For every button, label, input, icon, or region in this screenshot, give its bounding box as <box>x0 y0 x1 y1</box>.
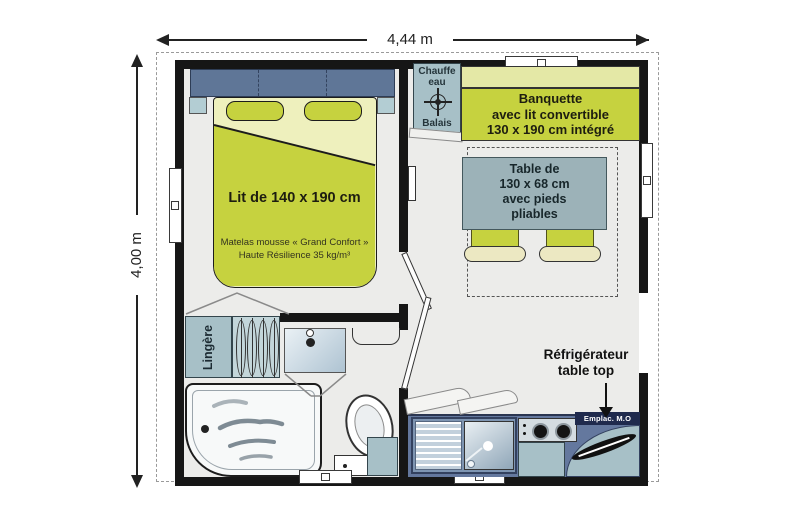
towel-rail <box>352 328 400 345</box>
fridge-arrow-head <box>599 407 613 418</box>
clothes-hanger <box>269 318 279 378</box>
height-dimension-arrow-down <box>131 475 143 488</box>
water-heater-label-1: Chauffe <box>418 66 456 77</box>
stove-cabinet <box>518 442 565 477</box>
mattress-note-line1: Matelas mousse « Grand Confort » <box>220 237 369 248</box>
window-handle <box>321 473 330 481</box>
mattress-note-line2: Haute Résilience 35 kg/m³ <box>238 250 351 261</box>
basin-tap <box>306 338 315 347</box>
clothes-hanger <box>247 318 257 378</box>
washbasin <box>284 328 346 373</box>
broom-label: Balais <box>422 118 452 129</box>
wardrobe <box>232 316 280 378</box>
headboard-divider <box>326 70 327 96</box>
chair-back <box>464 246 526 262</box>
window-handle <box>643 176 651 185</box>
bed-label: Lit de 140 x 190 cm <box>228 190 361 206</box>
table-label-3: avec pieds <box>502 192 567 206</box>
nightstand-left <box>189 97 207 114</box>
water-heater-symbol <box>424 88 452 116</box>
sink-faucet <box>467 460 475 468</box>
basin-tap-ring <box>306 329 314 337</box>
burner <box>532 423 549 440</box>
stove <box>518 418 577 442</box>
bathroom-corner-cabinet <box>367 437 398 476</box>
clothes-hanger <box>236 318 246 378</box>
bathroom-east-wall <box>399 388 408 477</box>
nightstand-right <box>377 97 395 114</box>
bathroom-wall-cap <box>399 304 408 330</box>
chair-back <box>539 246 601 262</box>
stove-knob <box>523 432 526 435</box>
utility-closet: Chauffe eau Balais <box>413 63 461 133</box>
drainboard <box>415 421 462 470</box>
headboard-divider <box>258 70 259 96</box>
bathtub-rim <box>192 390 315 470</box>
water-heater-label-2: eau <box>428 77 446 88</box>
banquette-backrest <box>461 66 640 88</box>
bathtub-drain <box>201 425 209 433</box>
microwave-spot-label: Emplac. M.O <box>583 414 632 423</box>
fridge-annotation-line2: table top <box>557 363 615 379</box>
stove-knob <box>523 424 526 427</box>
width-dimension-label: 4,44 m <box>367 31 453 49</box>
window-handle <box>171 201 179 210</box>
banquette-seat: Banquette avec lit convertible 130 x 190… <box>461 88 640 141</box>
fridge-arrow-line <box>605 383 607 409</box>
burner <box>555 423 572 440</box>
bed-headboard <box>190 69 395 97</box>
double-bed: Lit de 140 x 190 cm Matelas mousse « Gra… <box>213 97 377 288</box>
sink-drain <box>483 441 493 451</box>
dining-table: Table de 130 x 68 cm avec pieds pliables <box>462 157 607 230</box>
width-dimension-arrow-right <box>636 34 649 46</box>
pillow <box>226 101 284 121</box>
bathroom-north-wall <box>280 313 408 322</box>
height-dimension-label: 4,00 m <box>128 215 146 295</box>
right-wall-vent <box>639 293 648 373</box>
width-dimension-arrow-left <box>156 34 169 46</box>
linen-closet-label: Lingère <box>201 324 215 370</box>
microwave-spot-band: Emplac. M.O <box>575 412 640 425</box>
bedroom-partition-wall <box>399 69 408 252</box>
table-label-4: pliables <box>511 207 558 221</box>
table-label-1: Table de <box>509 162 560 176</box>
height-dimension-arrow-up <box>131 54 143 67</box>
sink-unit <box>411 417 517 474</box>
fridge-annotation-line1: Réfrigérateur <box>543 347 629 362</box>
banquette-label-2: avec lit convertible <box>491 106 610 122</box>
fridge-annotation: Réfrigérateur table top <box>516 347 656 379</box>
flush-button <box>343 464 347 468</box>
banquette-label-3: 130 x 190 cm intégré <box>486 122 615 138</box>
pillow <box>304 101 362 121</box>
clothes-hanger <box>258 318 268 378</box>
bathtub <box>185 383 322 477</box>
table-label-2: 130 x 68 cm <box>499 177 570 191</box>
linen-closet: Lingère <box>185 316 232 378</box>
banquette-label-1: Banquette <box>518 91 583 106</box>
wall-mirror-panel <box>408 166 416 201</box>
